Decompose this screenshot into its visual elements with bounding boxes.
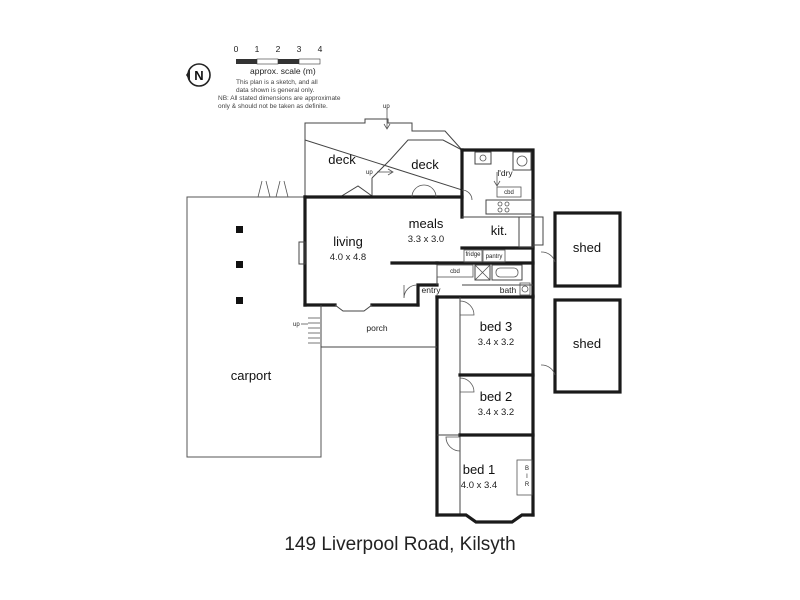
scale-tick-3: 3 bbox=[297, 44, 302, 54]
porch-label: porch bbox=[366, 323, 388, 333]
scale-tick-1: 1 bbox=[255, 44, 260, 54]
house-walls: l'dry cbd fridge pantry cbd bbox=[293, 148, 544, 524]
shed-top-label: shed bbox=[573, 240, 601, 255]
carport: carport bbox=[186, 196, 322, 458]
deck-left-label: deck bbox=[328, 152, 356, 167]
scale-tick-2: 2 bbox=[276, 44, 281, 54]
meals-label: meals bbox=[409, 216, 444, 231]
scale-tick-4: 4 bbox=[318, 44, 323, 54]
scale-note-line2: data shown is general only. bbox=[236, 87, 314, 94]
north-arrow-icon: N bbox=[186, 63, 211, 87]
bir-r: R bbox=[525, 482, 530, 488]
deck-up-label: up bbox=[383, 104, 390, 110]
bed1-dims: 4.0 x 3.4 bbox=[461, 480, 497, 491]
bed3-dims: 3.4 x 3.2 bbox=[478, 337, 514, 348]
bir-b: B bbox=[525, 466, 529, 472]
shed-bottom: shed bbox=[540, 298, 622, 394]
deck-right-label: deck bbox=[411, 157, 439, 172]
scale-nb-line1: NB: All stated dimensions are approximat… bbox=[218, 95, 341, 102]
bed2-label: bed 2 bbox=[480, 389, 513, 404]
laundry-cbd-label: cbd bbox=[504, 190, 514, 196]
pantry-label: pantry bbox=[486, 254, 503, 260]
carport-label: carport bbox=[231, 368, 272, 383]
laundry-label: l'dry bbox=[497, 168, 513, 178]
deck-up-label-2: up bbox=[366, 170, 373, 176]
bed1-label: bed 1 bbox=[463, 462, 496, 477]
scale-tick-0: 0 bbox=[234, 44, 239, 54]
compass-letter: N bbox=[194, 68, 203, 83]
fridge-label: fridge bbox=[465, 252, 481, 258]
shed-bottom-label: shed bbox=[573, 336, 601, 351]
meals-dims: 3.3 x 3.0 bbox=[408, 234, 444, 245]
scale-nb-line2: only & should not be taken as definite. bbox=[218, 103, 328, 110]
bed3-label: bed 3 bbox=[480, 319, 513, 334]
kitchen-label: kit. bbox=[491, 223, 508, 238]
porch-up-label: up bbox=[293, 322, 300, 328]
scale-note-line1: This plan is a sketch, and all bbox=[236, 79, 318, 86]
bath-label: bath bbox=[500, 285, 517, 295]
bath-cbd-label: cbd bbox=[450, 269, 460, 275]
scale-bar: 0 1 2 3 4 approx. scale (m) This plan is… bbox=[218, 44, 341, 110]
bed2-dims: 3.4 x 3.2 bbox=[478, 407, 514, 418]
scale-label: approx. scale (m) bbox=[250, 66, 316, 76]
bir-i: I bbox=[526, 474, 528, 480]
shed-top: shed bbox=[540, 211, 622, 288]
decks: up up deck deck bbox=[257, 104, 463, 198]
entry-label: entry bbox=[422, 285, 442, 295]
living-label: living bbox=[333, 234, 363, 249]
property-address: 149 Liverpool Road, Kilsyth bbox=[284, 534, 516, 555]
living-dims: 4.0 x 4.8 bbox=[330, 252, 366, 263]
